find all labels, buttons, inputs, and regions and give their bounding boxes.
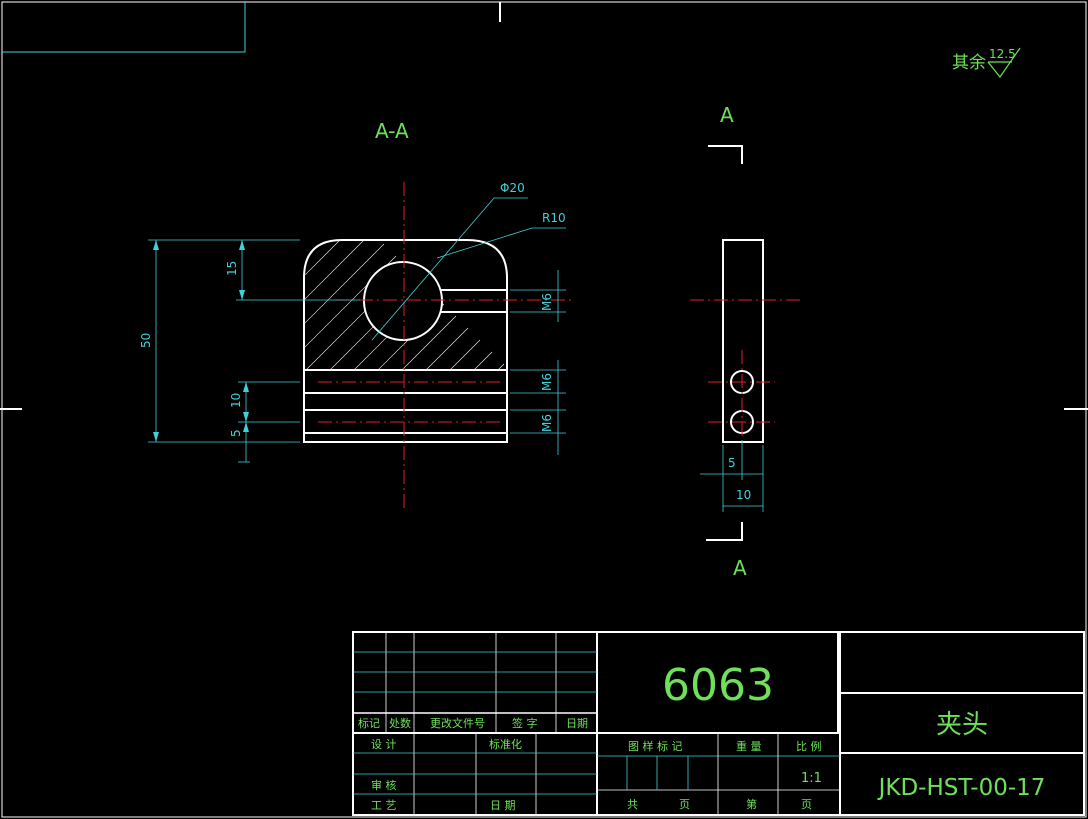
- side-body: [722, 239, 764, 443]
- part-outline: [303, 239, 508, 443]
- tb-weight: 重 量: [736, 739, 762, 753]
- tb-date: 日 期: [490, 799, 516, 812]
- dimension-lines: [148, 197, 566, 463]
- title-block: 标记 处数 更改文件号 签 字 日期 设 计 标准化 审 核 工 艺 日 期 图…: [352, 631, 1085, 816]
- tb-review: 审 核: [371, 778, 397, 792]
- side-view: A A 5 10: [690, 103, 802, 580]
- dim-height-5: 5: [229, 429, 243, 437]
- bore-hole: [363, 261, 443, 341]
- roughness-prefix: 其余: [952, 53, 986, 73]
- dim-total-height: 50: [139, 333, 153, 348]
- tb-page-2: 页: [801, 798, 812, 811]
- section-arrow-bottom: [706, 522, 743, 541]
- dim-radius: R10: [542, 211, 566, 225]
- tb-standardize: 标准化: [489, 737, 522, 751]
- tb-col-date: 日期: [566, 717, 588, 730]
- tb-col-count: 处数: [389, 717, 411, 730]
- tapped-bore-lower: [303, 409, 508, 434]
- view-label-bottom: A: [733, 556, 747, 580]
- dim-side-10: 10: [736, 488, 751, 502]
- section-arrow-top: [708, 145, 743, 164]
- dim-thread-upper: M6: [540, 373, 554, 391]
- dim-side-5: 5: [728, 456, 736, 470]
- tb-scale-label: 比 例: [796, 739, 822, 753]
- tb-stage-mark: 图 样 标 记: [628, 739, 683, 753]
- roughness-symbol-icon: [987, 47, 1021, 79]
- section-label: A-A: [375, 119, 409, 143]
- part-name: 夹头: [936, 710, 988, 740]
- material-label: 6063: [662, 660, 774, 711]
- dim-height-10: 10: [229, 393, 243, 408]
- tb-design: 设 计: [371, 738, 397, 751]
- tb-total: 共: [627, 798, 638, 811]
- tb-sheet: 第: [746, 797, 757, 811]
- view-label-top: A: [720, 103, 734, 127]
- clamp-slot: [440, 289, 507, 313]
- dim-hole-diameter: Φ20: [500, 181, 525, 195]
- section-view-a-a: A-A: [139, 119, 575, 512]
- dim-height-15: 15: [225, 261, 239, 276]
- tb-scale-value: 1:1: [801, 771, 822, 786]
- dim-thread-slot: M6: [540, 293, 554, 311]
- tb-col-change-doc: 更改文件号: [430, 716, 485, 730]
- tb-page: 页: [679, 798, 690, 811]
- dim-thread-lower: M6: [540, 414, 554, 432]
- tapped-bore-upper: [303, 369, 508, 394]
- drawing-number: JKD-HST-00-17: [877, 775, 1046, 801]
- surface-roughness-note: 其余 12.5: [952, 47, 1021, 79]
- roughness-value: 12.5: [989, 47, 1016, 61]
- tb-col-mark: 标记: [358, 716, 380, 730]
- tb-process: 工 艺: [371, 799, 397, 812]
- tb-col-sign: 签 字: [512, 716, 538, 730]
